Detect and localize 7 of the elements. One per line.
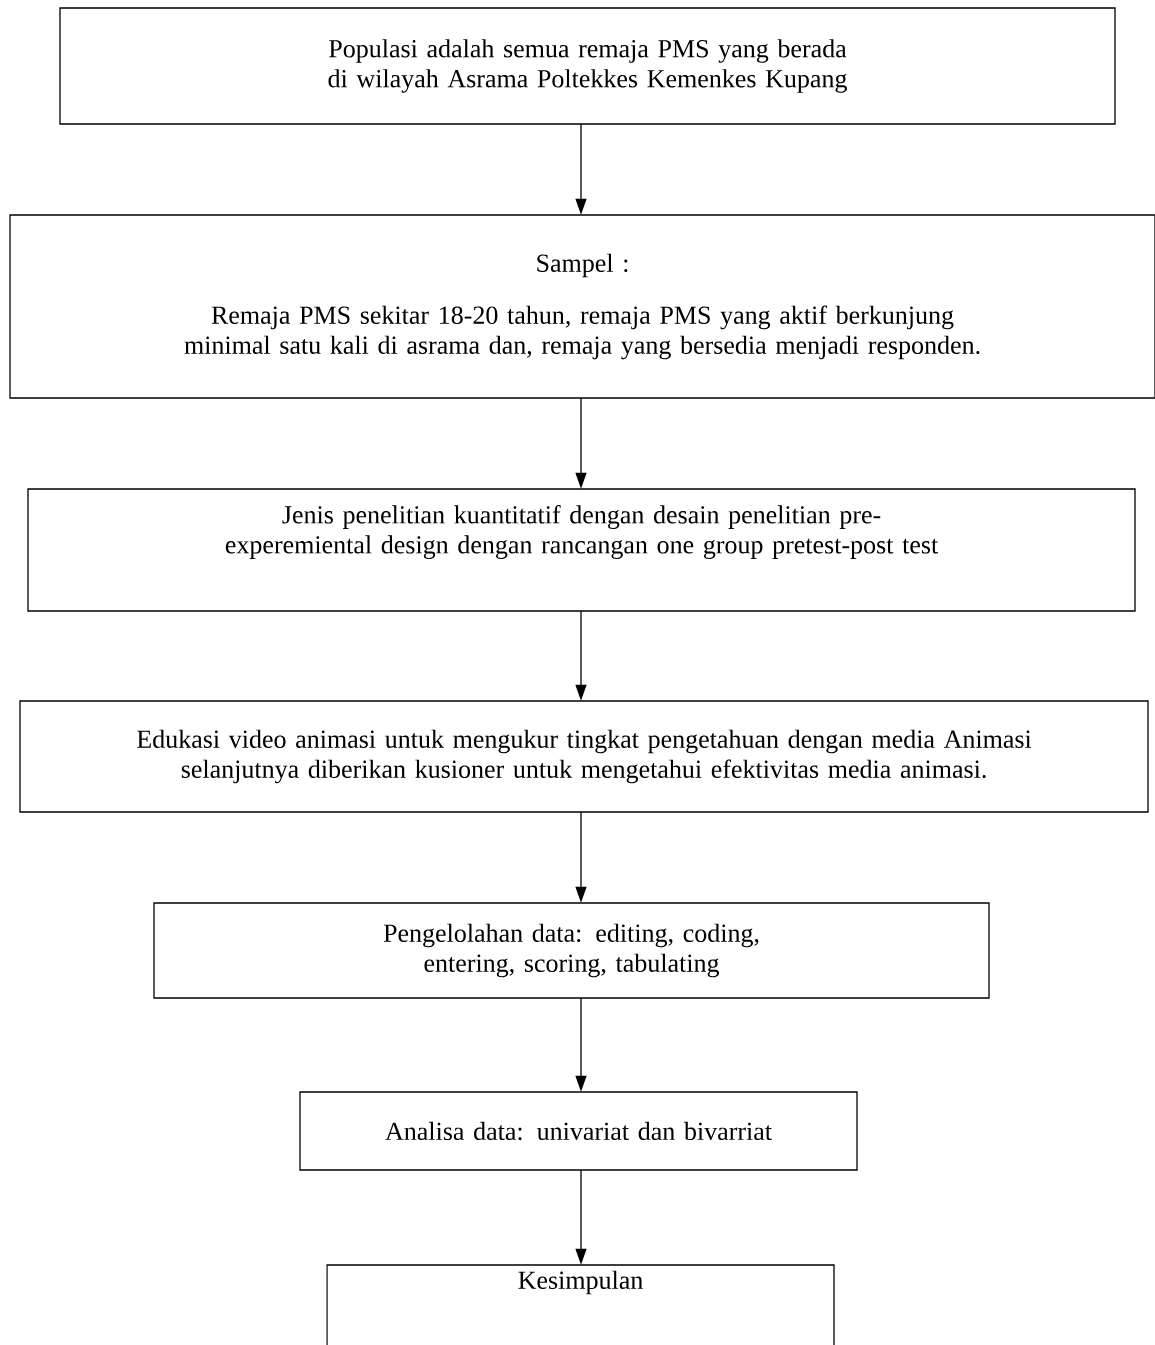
process-box: Populasi adalah semua remaja PMS yang berada di wilayah Asrama Poltekkes Kemenkes Kupang [59,7,1116,125]
process-box: Kesimpulan [326,1264,835,1345]
process-box: Jenis penelitian kuantitatif dengan desain penelitian pre- experemiental design dengan rancangan one group pretest-post test [27,488,1136,612]
process-box: Pengelolahan data: editing, coding, entering, scoring, tabulating [153,902,990,999]
process-box: Analisa data: univariat dan bivarriat [299,1091,858,1171]
process-box: Edukasi video animasi untuk mengukur tingkat pengetahuan dengan media Animasi selanjutnya diberikan kusioner untuk mengetahui efektivitas media animasi. [19,700,1149,813]
process-box: Sampel : Remaja PMS sekitar 18-20 tahun, remaja PMS yang aktif berkunjung minimal satu kali di asrama dan, remaja yang bersedia menjadi responden. [9,214,1155,399]
